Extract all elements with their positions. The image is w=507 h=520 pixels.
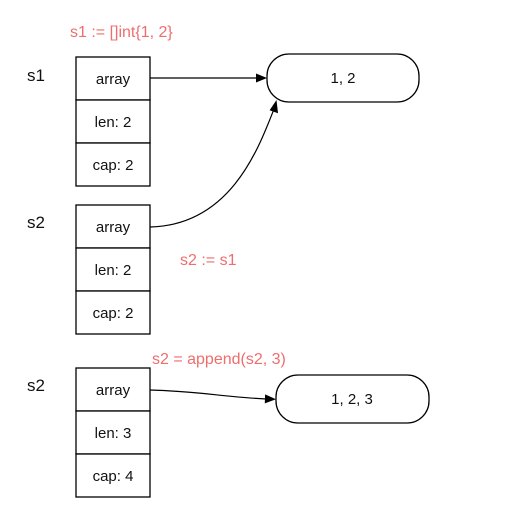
cap-field-box	[75, 142, 151, 187]
pointer-s2-to-array	[149, 100, 278, 228]
backing-array-original: 1, 2	[266, 53, 420, 103]
code-label-assign: s2 := s1	[180, 252, 237, 269]
slice-header-s2-append: s2 array len: 3 cap: 4	[27, 367, 151, 498]
arrowhead-icon	[269, 100, 278, 114]
pointer-s1-to-array	[150, 73, 267, 83]
arrowhead-icon	[256, 73, 267, 83]
slice-name-s1: s1	[27, 66, 45, 85]
array-content: 1, 2, 3	[331, 391, 373, 408]
array-box	[275, 374, 430, 424]
cap-field-label: cap: 2	[93, 157, 134, 174]
slice-header-s2-copy: s2 array len: 2 cap: 2	[27, 204, 151, 335]
len-field-box	[75, 410, 151, 455]
len-field-label: len: 2	[95, 114, 132, 131]
array-field-label: array	[96, 382, 131, 399]
cap-field-box	[75, 290, 151, 335]
len-field-box	[75, 99, 151, 144]
cap-field-box	[75, 453, 151, 498]
pointer-line	[149, 108, 275, 228]
cap-field-label: cap: 4	[93, 468, 134, 485]
cap-field-label: cap: 2	[93, 305, 134, 322]
slice-name-s2: s2	[27, 213, 45, 232]
slice-name-s2: s2	[27, 376, 45, 395]
code-label-declare: s1 := []int{1, 2}	[70, 24, 173, 41]
pointer-s2-append-to-new-array	[149, 389, 276, 404]
code-label-append: s2 = append(s2, 3)	[152, 351, 286, 368]
len-field-label: len: 3	[95, 425, 132, 442]
array-field-box	[75, 56, 151, 101]
arrowhead-icon	[264, 394, 276, 404]
slice-header-s1: s1 array len: 2 cap: 2	[27, 56, 151, 187]
array-field-label: array	[96, 219, 131, 236]
array-content: 1, 2	[330, 70, 355, 87]
backing-array-new: 1, 2, 3	[275, 374, 430, 424]
array-field-label: array	[96, 71, 131, 88]
len-field-label: len: 2	[95, 262, 132, 279]
pointer-line	[149, 389, 267, 400]
